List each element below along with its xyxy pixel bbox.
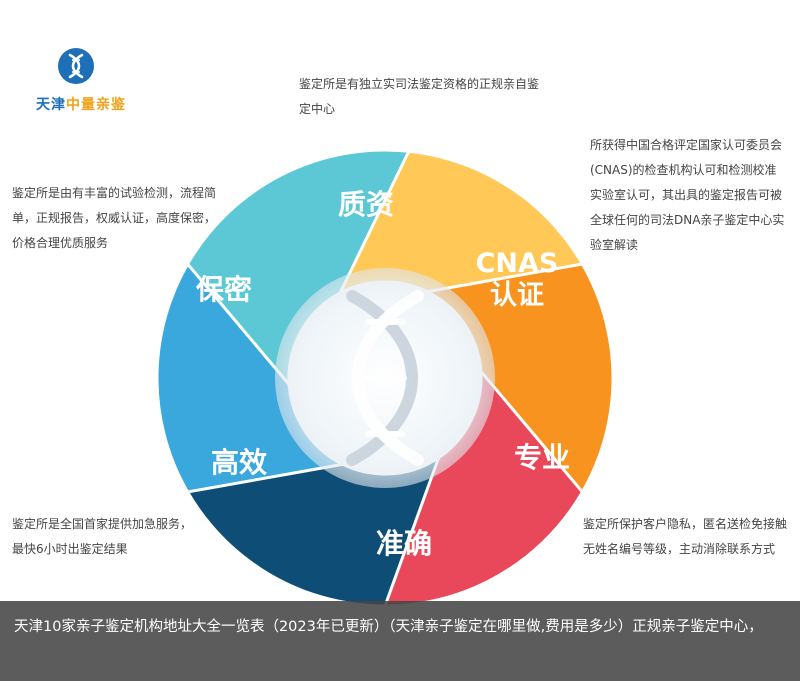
description-qualification: 鉴定所是有独立实司法鉴定资格的正规亲自鉴定中心 [299,77,540,116]
segment-label-efficient: 高效 [211,446,267,479]
logo-text-part2: 中量亲鉴 [66,97,126,113]
segment-label-cnas: CNAS [476,248,559,279]
segment-label-professional: 专业 [514,441,570,474]
logo-text: 天津中量亲鉴 [36,94,156,114]
description-confidential: 鉴定所是由有丰富的试验检测，流程简单，正规报告，权威认证，高度保密，价格合理优质… [12,186,217,250]
segment-label-qualification: 质资 [338,188,394,221]
description-efficient: 鉴定所是全国首家提供加急服务，最快6小时出鉴定结果 [12,517,193,556]
dna-logo-icon [58,48,94,84]
logo-text-part1: 天津 [36,97,66,113]
description-professional: 鉴定所保护客户隐私，匿名送检免接触无姓名编号等级，主动消除联系方式 [583,517,788,556]
segment-label-certification: 认证 [490,280,544,311]
image-caption: 天津10家亲子鉴定机构地址大全一览表（2023年已更新）（天津亲子鉴定在哪里做,… [0,601,800,681]
description-cnas: 所获得中国合格评定国家认可委员会(CNAS)的检查机构认可和检测校准实验室认可，… [590,138,785,252]
logo: 天津中量亲鉴 [36,46,156,126]
segment-label-confidential: 保密 [196,273,252,306]
segment-label-accurate: 准确 [376,527,432,560]
dna-helix-icon [346,290,424,466]
